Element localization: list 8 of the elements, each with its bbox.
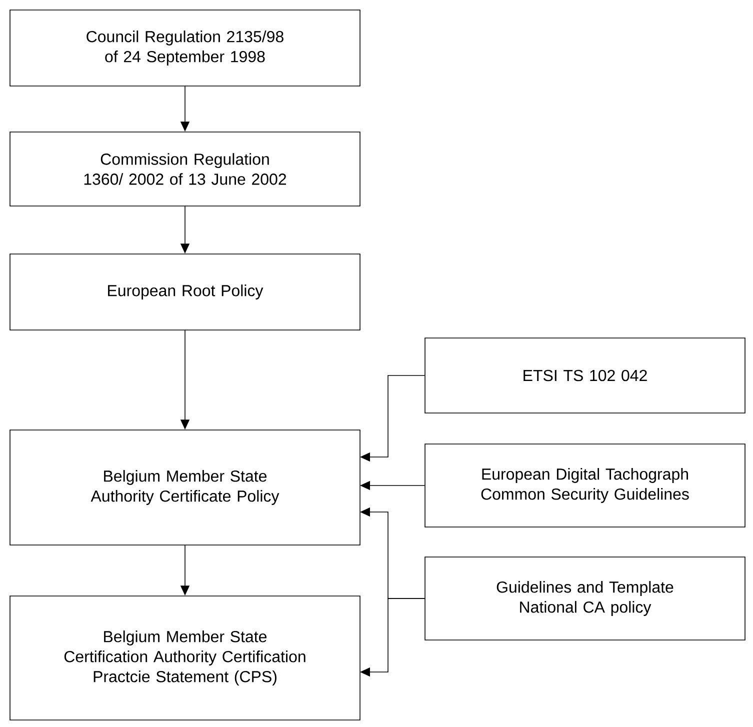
box: European Digital Tachograph Common Security Guidelines <box>424 444 746 528</box>
box: Council Regulation 2135/98 of 24 September 1998 <box>10 10 360 86</box>
box: Guidelines and Template National CA policy <box>424 556 746 640</box>
box: Belgium Member State Certification Authority Certification Practcie Statement (CPS) <box>10 596 360 720</box>
box: Belgium Member State Authority Certificate Policy <box>10 430 360 546</box>
box: European Root Policy <box>10 254 360 330</box>
box: ETSI TS 102 042 <box>424 338 746 414</box>
box: Commission Regulation 1360/ 2002 of 13 June 2002 <box>10 132 360 206</box>
